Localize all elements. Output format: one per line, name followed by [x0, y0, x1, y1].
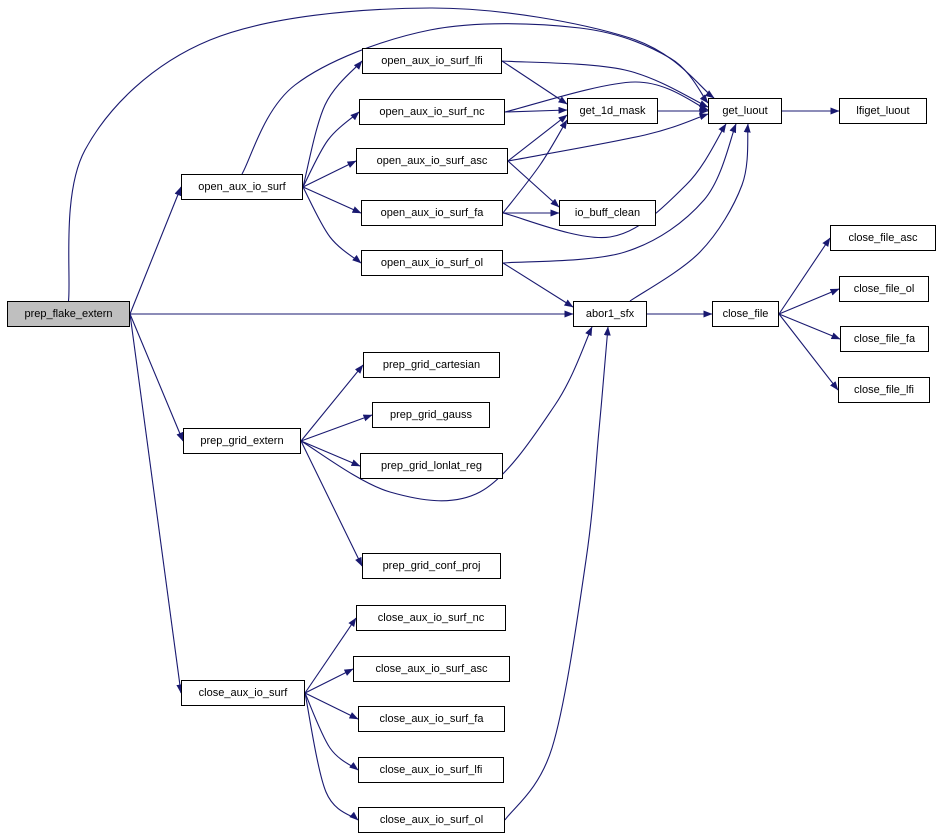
- edge-prep_flake_extern-to-get_luout: [67, 7, 715, 302]
- graph-node-prep_grid_extern[interactable]: prep_grid_extern: [183, 428, 301, 454]
- edge-close_file-to-close_file_ol: [778, 288, 840, 315]
- graph-node-close_aux_io_surf_fa[interactable]: close_aux_io_surf_fa: [358, 706, 505, 732]
- graph-node-close_aux_io_surf_nc[interactable]: close_aux_io_surf_nc: [356, 605, 506, 631]
- edge-prep_grid_extern-to-abor1_sfx: [300, 326, 593, 502]
- edge-prep_flake_extern-to-open_aux_io_surf: [129, 186, 182, 315]
- edge-prep_grid_extern-to-prep_grid_conf_proj: [300, 440, 363, 567]
- edge-close_aux_io_surf-to-close_aux_io_surf_fa: [304, 692, 359, 720]
- edge-close_aux_io_surf_ol-to-abor1_sfx: [504, 326, 611, 821]
- edge-open_aux_io_surf_asc-to-io_buff_clean: [507, 160, 560, 208]
- edge-close_file-to-close_file_asc: [778, 237, 831, 315]
- edge-open_aux_io_surf_lfi-to-get_1d_mask: [501, 60, 568, 105]
- edge-prep_grid_extern-to-prep_grid_gauss: [300, 414, 373, 442]
- graph-node-open_aux_io_surf[interactable]: open_aux_io_surf: [181, 174, 303, 200]
- graph-node-abor1_sfx[interactable]: abor1_sfx: [573, 301, 647, 327]
- graph-node-open_aux_io_surf_lfi[interactable]: open_aux_io_surf_lfi: [362, 48, 502, 74]
- graph-node-close_file_ol[interactable]: close_file_ol: [839, 276, 929, 302]
- graph-node-lfiget_luout[interactable]: lfiget_luout: [839, 98, 927, 124]
- graph-node-open_aux_io_surf_asc[interactable]: open_aux_io_surf_asc: [356, 148, 508, 174]
- graph-node-close_aux_io_surf_ol[interactable]: close_aux_io_surf_ol: [358, 807, 505, 833]
- graph-node-close_aux_io_surf_asc[interactable]: close_aux_io_surf_asc: [353, 656, 510, 682]
- graph-node-io_buff_clean[interactable]: io_buff_clean: [559, 200, 656, 226]
- graph-node-close_aux_io_surf_lfi[interactable]: close_aux_io_surf_lfi: [358, 757, 504, 783]
- edge-prep_grid_extern-to-prep_grid_cartesian: [300, 364, 364, 442]
- edge-close_file-to-close_file_lfi: [778, 313, 839, 391]
- edge-close_file-to-close_file_fa: [778, 313, 841, 340]
- graph-node-prep_flake_extern[interactable]: prep_flake_extern: [7, 301, 130, 327]
- edge-open_aux_io_surf-to-open_aux_io_surf_lfi: [302, 60, 363, 188]
- graph-node-prep_grid_conf_proj[interactable]: prep_grid_conf_proj: [362, 553, 501, 579]
- edge-open_aux_io_surf_ol-to-abor1_sfx: [502, 262, 574, 308]
- graph-node-prep_grid_lonlat_reg[interactable]: prep_grid_lonlat_reg: [360, 453, 503, 479]
- graph-node-close_aux_io_surf[interactable]: close_aux_io_surf: [181, 680, 305, 706]
- edge-open_aux_io_surf-to-open_aux_io_surf_nc: [302, 111, 360, 188]
- graph-node-close_file_fa[interactable]: close_file_fa: [840, 326, 929, 352]
- edge-close_aux_io_surf-to-close_aux_io_surf_lfi: [304, 692, 359, 771]
- graph-node-open_aux_io_surf_fa[interactable]: open_aux_io_surf_fa: [361, 200, 503, 226]
- edge-prep_flake_extern-to-prep_grid_extern: [129, 313, 184, 442]
- edge-close_aux_io_surf-to-close_aux_io_surf_nc: [304, 617, 357, 694]
- graph-node-prep_grid_gauss[interactable]: prep_grid_gauss: [372, 402, 490, 428]
- edge-open_aux_io_surf_ol-to-get_luout: [502, 123, 737, 264]
- edge-prep_grid_extern-to-prep_grid_lonlat_reg: [300, 440, 361, 467]
- edge-open_aux_io_surf_nc-to-get_luout: [504, 81, 709, 113]
- edge-close_aux_io_surf-to-close_aux_io_surf_asc: [304, 668, 354, 694]
- edge-open_aux_io_surf_asc-to-get_1d_mask: [507, 114, 568, 162]
- edge-prep_flake_extern-to-close_aux_io_surf: [129, 313, 184, 694]
- edge-open_aux_io_surf_fa-to-get_1d_mask: [502, 119, 568, 214]
- edge-open_aux_io_surf_asc-to-get_luout: [507, 113, 709, 162]
- graph-node-open_aux_io_surf_ol[interactable]: open_aux_io_surf_ol: [361, 250, 503, 276]
- edge-close_aux_io_surf-to-close_aux_io_surf_ol: [304, 692, 359, 821]
- graph-node-close_file_lfi[interactable]: close_file_lfi: [838, 377, 930, 403]
- edge-open_aux_io_surf_lfi-to-get_luout: [501, 60, 709, 108]
- graph-node-get_1d_mask[interactable]: get_1d_mask: [567, 98, 658, 124]
- edge-open_aux_io_surf-to-open_aux_io_surf_asc: [302, 160, 357, 188]
- graph-node-close_file[interactable]: close_file: [712, 301, 779, 327]
- graph-node-prep_grid_cartesian[interactable]: prep_grid_cartesian: [363, 352, 500, 378]
- edge-abor1_sfx-to-get_luout: [629, 123, 751, 302]
- edge-open_aux_io_surf-to-get_luout: [241, 23, 709, 175]
- edge-open_aux_io_surf-to-open_aux_io_surf_ol: [302, 186, 362, 264]
- graph-node-open_aux_io_surf_nc[interactable]: open_aux_io_surf_nc: [359, 99, 505, 125]
- edge-open_aux_io_surf-to-open_aux_io_surf_fa: [302, 186, 362, 214]
- graph-node-get_luout[interactable]: get_luout: [708, 98, 782, 124]
- graph-node-close_file_asc[interactable]: close_file_asc: [830, 225, 936, 251]
- edge-open_aux_io_surf_nc-to-get_1d_mask: [504, 106, 568, 114]
